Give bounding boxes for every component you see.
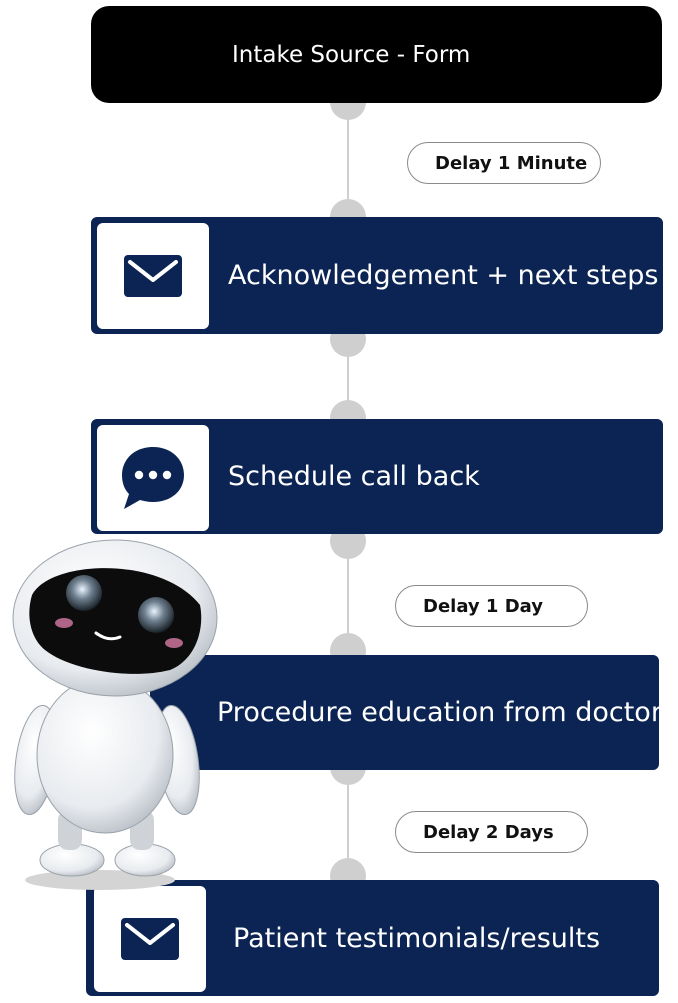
step-node-procedure-education[interactable]: Procedure education from doctor [150,655,662,770]
step-label: Patient testimonials/results [233,922,601,954]
envelope-icon [121,918,179,960]
step-icon-box [97,223,209,329]
robot-mascot [12,539,218,890]
delay-pill[interactable]: Delay 2 Days [395,811,588,853]
chat-bubble-icon [122,447,184,509]
step-node-schedule-call[interactable]: Schedule call back [91,419,663,534]
step-icon-box [94,886,206,992]
trigger-node[interactable]: Intake Source - Form [91,6,662,103]
connector-line [347,100,349,220]
step-label: Procedure education from doctor [217,697,662,728]
step-label: Acknowledgement + next steps [228,260,659,291]
delay-pill[interactable]: Delay 1 Day [395,585,588,627]
step-node-testimonials[interactable]: Patient testimonials/results [86,880,659,996]
step-node-acknowledgement[interactable]: Acknowledgement + next steps [91,217,663,334]
delay-label: Delay 2 Days [423,821,554,843]
connector-line [347,330,349,420]
trigger-label: Intake Source - Form [232,41,471,68]
delay-label: Delay 1 Day [423,595,543,617]
delay-pill[interactable]: Delay 1 Minute [407,142,601,184]
delay-label: Delay 1 Minute [435,152,588,174]
connector-line [347,530,349,655]
envelope-icon [124,255,182,297]
connector-line [347,768,349,883]
step-label: Schedule call back [228,461,480,492]
step-icon-box [97,425,209,531]
